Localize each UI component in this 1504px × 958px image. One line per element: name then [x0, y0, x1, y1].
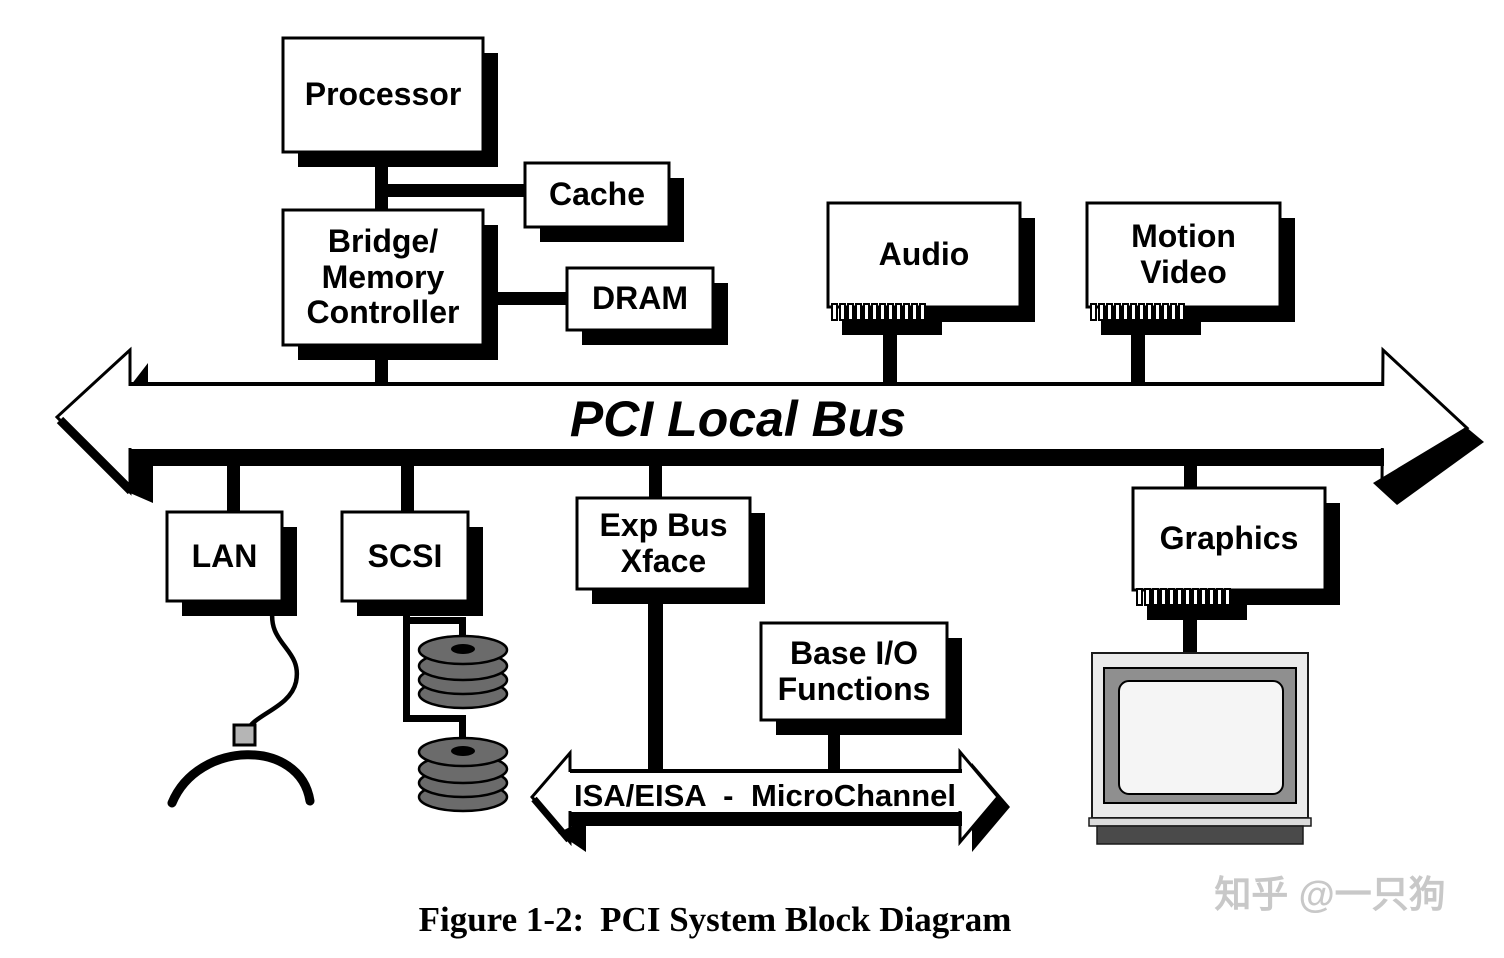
base-io-functions-box [759, 621, 949, 722]
pci-bus-right-arrow-shadow [1373, 427, 1484, 505]
link-pcibus-graphics [1184, 455, 1197, 493]
dram-box [565, 266, 715, 332]
link-expbus-isa [648, 592, 663, 777]
crt-monitor-icon [1088, 652, 1312, 845]
lan-box [165, 510, 284, 603]
scsi-disk-stack-icon [417, 634, 509, 710]
expansion-bus-bottom-bar [570, 812, 962, 826]
link-motionvideo-pcibus [1131, 332, 1145, 386]
lan-cable-tap [232, 723, 257, 747]
link-graphics-monitor [1183, 616, 1197, 660]
pci-bus-left-arrowhead [54, 346, 132, 496]
scsi-box [340, 510, 470, 603]
link-pcibus-scsi [401, 455, 414, 517]
motion-video-card-box [1085, 201, 1282, 309]
link-scsi-disks [403, 598, 466, 745]
link-cache-branch [381, 184, 531, 197]
exp-bus-xface-box [575, 496, 752, 591]
card-boxes [826, 201, 1340, 620]
audio-card-box [826, 201, 1022, 309]
cache-box [523, 161, 671, 229]
link-audio-pcibus [883, 332, 897, 386]
bridge-memory-controller-box [281, 208, 485, 347]
expansion-bus-left-arrowhead [530, 748, 572, 847]
block-boxes [165, 36, 962, 735]
processor-box [281, 36, 485, 154]
pci-bus-bottom-bar [130, 449, 1384, 466]
expansion-bus-arrow [530, 747, 1010, 852]
link-dram-branch [478, 292, 573, 305]
expansion-bus-top-edge [570, 769, 962, 773]
lan-cable-icon [167, 606, 315, 808]
link-pcibus-expbus [649, 455, 662, 503]
scsi-disk-stack-icon-2 [417, 736, 509, 813]
link-pcibus-lan [227, 455, 240, 517]
pci-bus-arrow [54, 346, 1484, 505]
pci-bus-top-edge [130, 382, 1384, 386]
graphics-card-box [1131, 486, 1327, 592]
